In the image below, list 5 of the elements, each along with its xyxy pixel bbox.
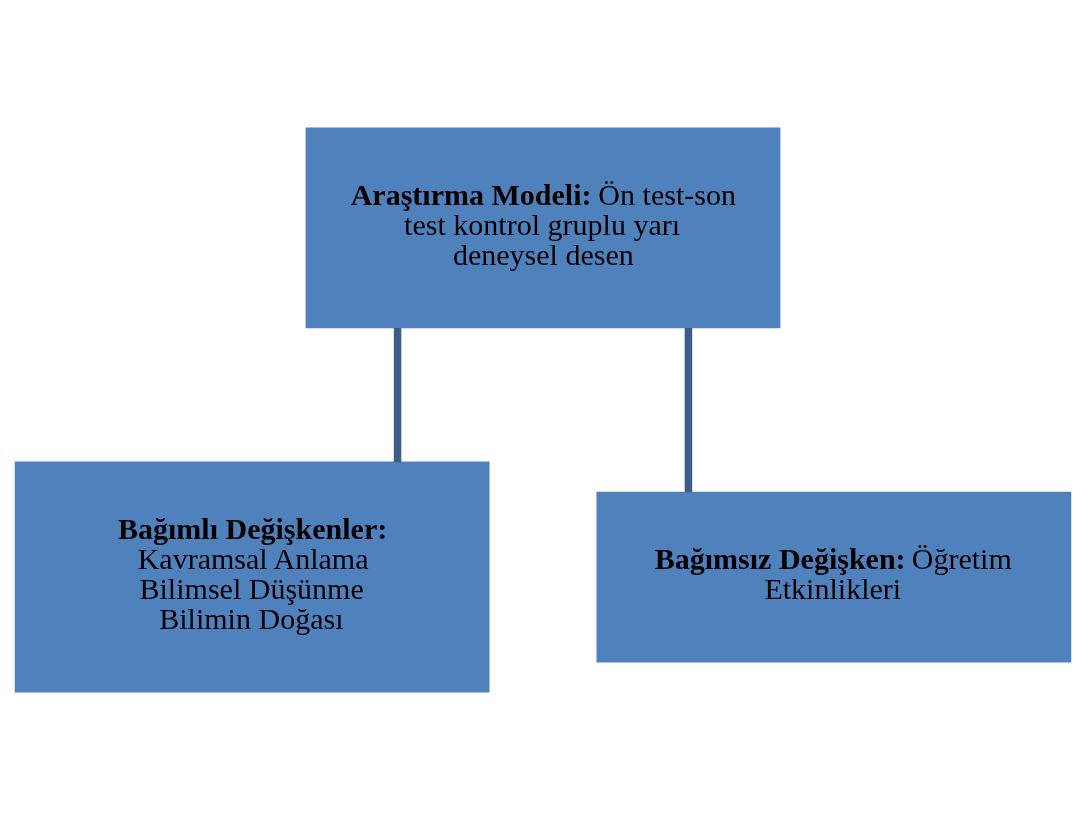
connector xyxy=(393,328,402,463)
connector xyxy=(684,328,693,493)
node-box: Bağımlı Değişkenler: Kavramsal Anlama Bilimsel Düşünme Bilimin Doğası xyxy=(14,461,490,693)
node-box: Araştırma Modeli: Ön test-son test kontrol gruplu yarı deneysel desen xyxy=(305,127,781,329)
node-box: Bağımsız Değişken: Öğretim Etkinlikleri xyxy=(596,491,1072,663)
